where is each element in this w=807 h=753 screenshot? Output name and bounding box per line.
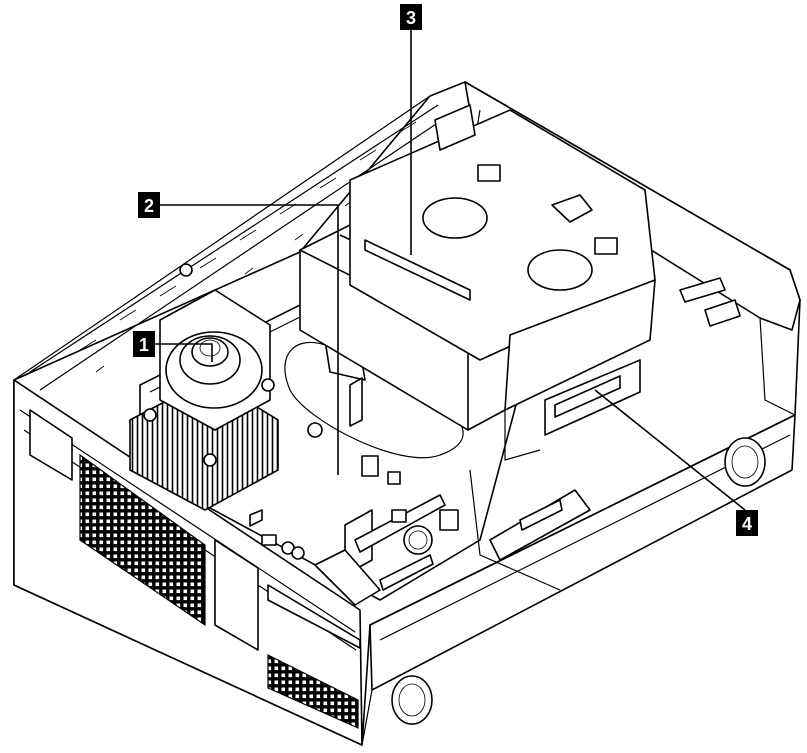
drive-cage-walls	[469, 410, 591, 591]
callout-3: 3	[400, 4, 422, 30]
vent-grille	[29, 409, 361, 729]
callout-4-label: 4	[742, 514, 752, 534]
callout-1-label: 1	[139, 335, 149, 355]
callout-2: 2	[138, 192, 160, 218]
cpu-cooler	[129, 263, 279, 511]
callout-4: 4	[736, 510, 758, 536]
callout-2-label: 2	[144, 196, 154, 216]
optical-drive-bay	[299, 104, 741, 436]
callout-3-label: 3	[406, 8, 416, 28]
callout-1: 1	[133, 331, 155, 357]
leader-lines	[155, 30, 746, 511]
